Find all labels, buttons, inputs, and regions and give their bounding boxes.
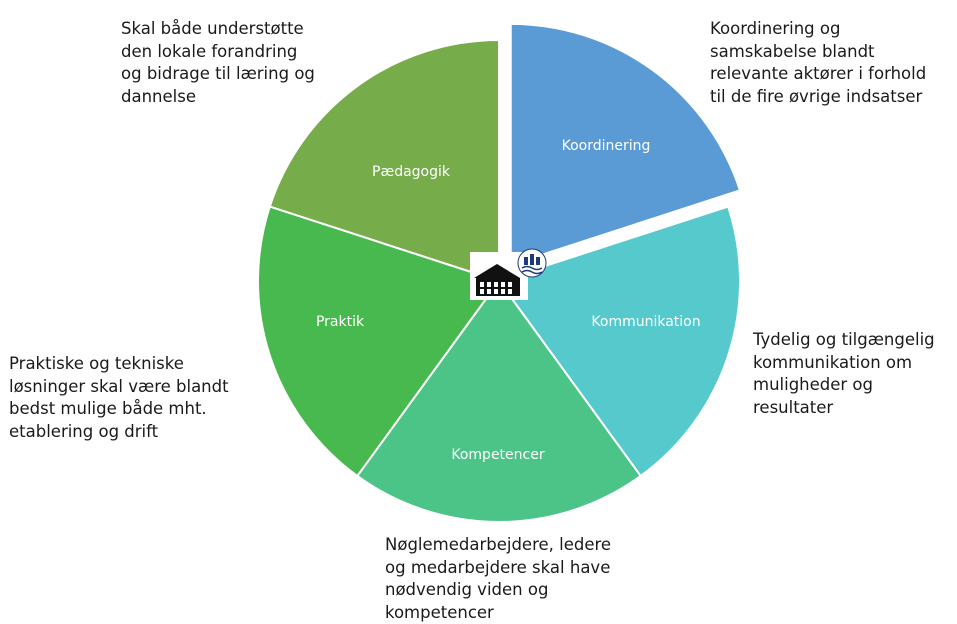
wedge-label-kommunikation: Kommunikation bbox=[591, 314, 700, 330]
description-kompetencer: Nøglemedarbejdere, ledere og medarbejder… bbox=[385, 535, 612, 622]
wedge-label-koordinering: Koordinering bbox=[562, 138, 651, 154]
wedge-praktik bbox=[257, 205, 501, 478]
center-logo bbox=[470, 248, 547, 300]
wedge-kommunikation bbox=[497, 205, 741, 478]
wedge-paedagogik bbox=[268, 38, 500, 283]
wedge-label-paedagogik: Pædagogik bbox=[372, 164, 451, 180]
wedge-label-praktik: Praktik bbox=[316, 314, 365, 330]
building-icon bbox=[474, 264, 520, 296]
description-kommunikation: Tydelig og tilgængelig kommunikation om … bbox=[753, 330, 935, 417]
seal-icon bbox=[517, 248, 547, 278]
wedge-label-kompetencer: Kompetencer bbox=[451, 447, 544, 463]
description-koordinering: Koordinering og samskabelse blandt relev… bbox=[710, 19, 927, 106]
description-praktik: Praktiske og tekniske løsninger skal vær… bbox=[9, 354, 229, 441]
wedge-koordinering bbox=[509, 22, 742, 267]
wedge-kompetencer bbox=[355, 279, 643, 523]
description-paedagogik: Skal både understøtte den lokale forandr… bbox=[121, 19, 315, 106]
